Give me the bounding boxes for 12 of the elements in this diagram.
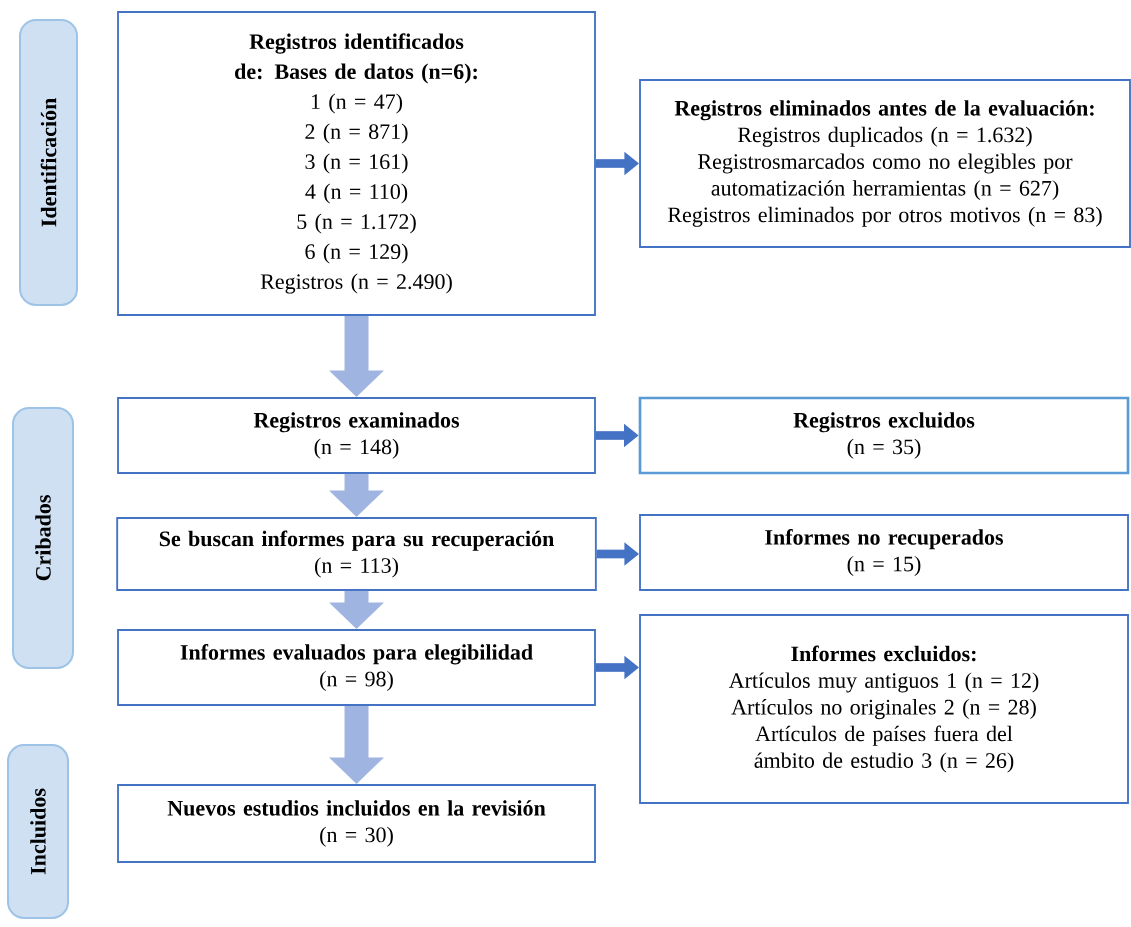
process-box: Registros examinados (n = 148) xyxy=(117,397,596,474)
phase-band: Incluidos xyxy=(7,744,69,919)
process-box: Informes evaluados para elegibilidad (n = 98) xyxy=(117,629,596,706)
phase-band: Cribados xyxy=(12,407,74,669)
process-box: Registros excluidos (n = 35) xyxy=(638,396,1130,475)
process-box: Registros eliminados antes de la evaluación: Registros duplicados (n = 1.632) Registrosmarcados como no elegibles por automatización herramientas (n = 627) Registros eliminados por otros motivos (n = 83) xyxy=(639,79,1131,248)
process-box: Registros identificados de: Bases de datos (n=6): 1 (n = 47) 2 (n = 871) 3 (n = 161) 4 (n = 110) 5 (n = 1.172) 6 (n = 129) Registros (n = 2.490) xyxy=(117,11,596,316)
process-box: Nuevos estudios incluidos en la revisión (n = 30) xyxy=(117,784,596,863)
process-box: Informes no recuperados (n = 15) xyxy=(639,514,1129,591)
phase-band: Identificación xyxy=(19,19,78,306)
process-box: Informes excluidos: Artículos muy antiguos 1 (n = 12) Artículos no originales 2 (n = 28) Artículos de países fuera del ámbito de estudio 3 (n = 26) xyxy=(639,614,1129,804)
process-box: Se buscan informes para su recuperación (n = 113) xyxy=(116,517,597,591)
